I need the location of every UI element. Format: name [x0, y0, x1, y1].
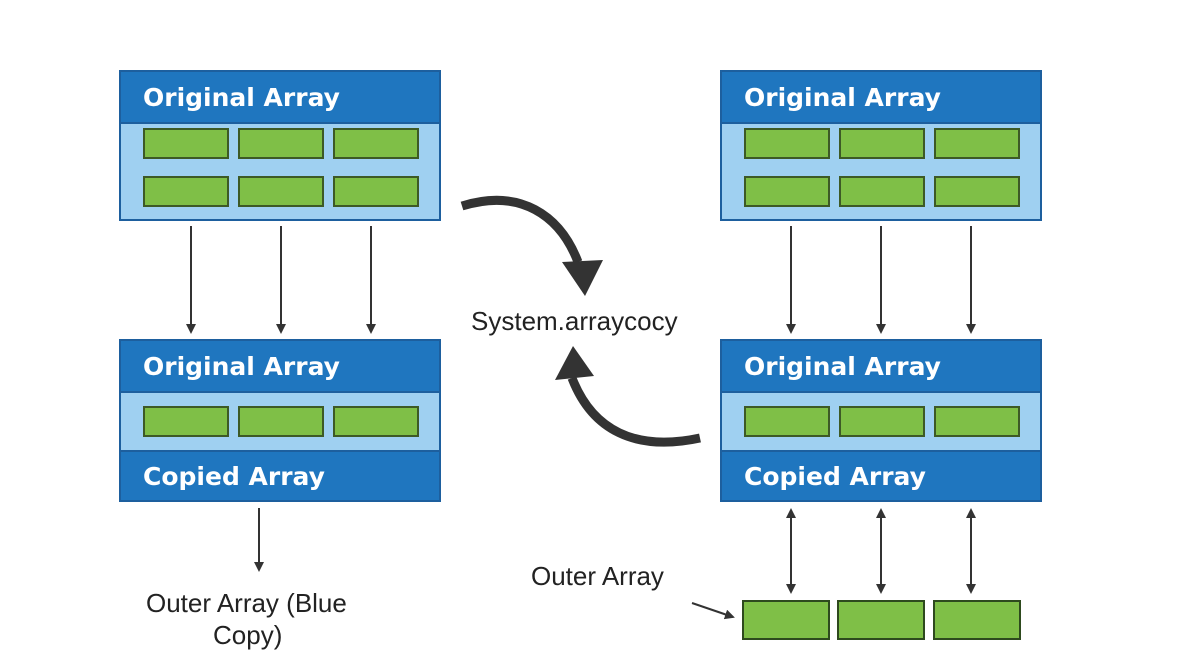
arrows-layer: [186, 195, 976, 620]
array-element: [839, 176, 925, 207]
outer-array-pointer-arrow: [691, 602, 735, 620]
array-element: [143, 128, 229, 159]
right-top-panel-header: Original Array: [722, 72, 1040, 124]
right-original-array-panel: Original Array: [720, 70, 1042, 221]
array-element: [934, 176, 1020, 207]
array-element: [839, 406, 925, 437]
array-element: [143, 176, 229, 207]
left-top-panel-header: Original Array: [121, 72, 439, 124]
left-bottom-panel-footer: Copied Array: [121, 450, 439, 500]
curved-arrow-bottom: [567, 376, 701, 447]
array-element: [333, 128, 419, 159]
array-element: [333, 406, 419, 437]
array-element: [744, 176, 830, 207]
right-bottom-panel-footer: Copied Array: [722, 450, 1040, 500]
left-outer-array-caption-line2: Copy): [213, 620, 283, 650]
array-element: [934, 406, 1020, 437]
array-element: [238, 176, 324, 207]
curved-arrow-bottom-head: [555, 346, 594, 380]
left-top-panel-grid: [121, 124, 439, 219]
array-element: [839, 128, 925, 159]
right-top-panel-grid: [722, 124, 1040, 219]
right-outer-array-label: Outer Array: [531, 561, 664, 591]
curved-arrow-top-head: [562, 260, 603, 296]
array-element: [143, 406, 229, 437]
array-element: [333, 176, 419, 207]
array-element: [238, 406, 324, 437]
center-method-label: System.arraycocy: [471, 306, 678, 336]
right-bottom-panel-header: Original Array: [722, 341, 1040, 393]
array-element: [744, 128, 830, 159]
array-element: [744, 406, 830, 437]
left-bottom-panel-header: Original Array: [121, 341, 439, 393]
array-element: [934, 128, 1020, 159]
left-original-array-panel: Original Array: [119, 70, 441, 221]
left-bottom-panel-grid: [121, 393, 439, 450]
right-bottom-panel-grid: [722, 393, 1040, 450]
left-outer-array-caption-line1: Outer Array (Blue: [146, 588, 347, 618]
array-element: [238, 128, 324, 159]
left-copied-array-panel: Original Array Copied Array: [119, 339, 441, 502]
right-copied-array-panel: Original Array Copied Array: [720, 339, 1042, 502]
curved-arrow-top: [460, 195, 583, 264]
